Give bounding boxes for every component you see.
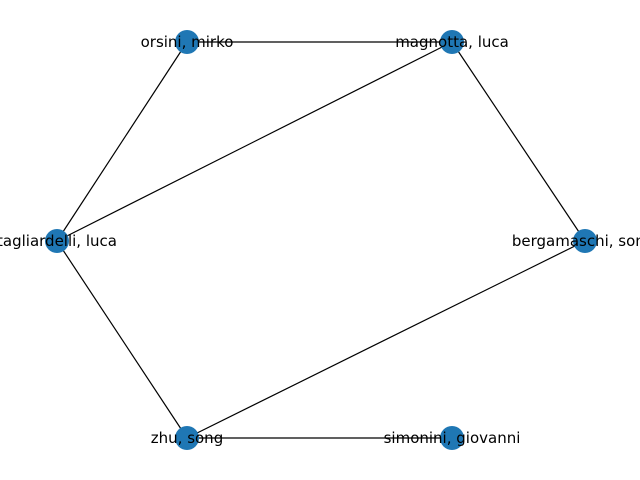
node-simonini bbox=[440, 426, 464, 450]
node-tagliardelli bbox=[45, 229, 69, 253]
node-label-tagliardelli: tagliardelli, luca bbox=[0, 232, 117, 250]
label-layer: orsini, mirko magnotta, luca tagliardelli,… bbox=[0, 33, 640, 447]
edge-orsini-tagliardelli bbox=[56, 41, 188, 242]
node-layer bbox=[45, 30, 597, 450]
edge-tagliardelli-zhu bbox=[56, 240, 188, 439]
node-bergamaschi bbox=[573, 229, 597, 253]
edge-layer bbox=[56, 41, 586, 439]
node-orsini bbox=[175, 30, 199, 54]
node-label-magnotta: magnotta, luca bbox=[395, 33, 509, 51]
node-magnotta bbox=[440, 30, 464, 54]
node-label-bergamaschi: bergamaschi, sonia bbox=[512, 232, 640, 250]
node-label-zhu: zhu, song bbox=[151, 429, 223, 447]
edge-bergamaschi-zhu bbox=[186, 240, 586, 439]
edge-magnotta-bergamaschi bbox=[451, 41, 586, 242]
edge-magnotta-tagliardelli bbox=[56, 41, 453, 242]
node-label-simonini: simonini, giovanni bbox=[384, 429, 521, 447]
node-zhu bbox=[175, 426, 199, 450]
node-label-orsini: orsini, mirko bbox=[141, 33, 234, 51]
